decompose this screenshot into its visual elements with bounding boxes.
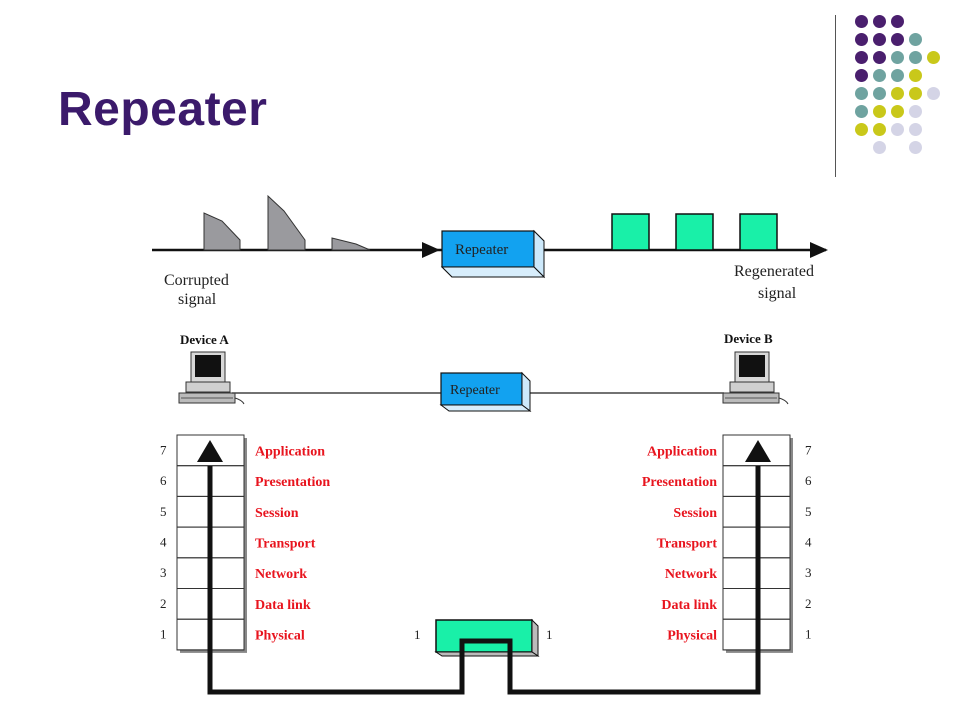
layer-name: Application xyxy=(255,444,325,459)
corrupted-pulse-3 xyxy=(331,237,371,251)
decorative-dot-grid xyxy=(850,12,950,162)
deco-dot xyxy=(891,123,904,136)
layer-number: 4 xyxy=(805,534,812,549)
layer-name: Presentation xyxy=(642,475,717,490)
layer-name: Transport xyxy=(657,536,718,551)
deco-dot xyxy=(855,51,868,64)
layer-number: 6 xyxy=(805,473,812,488)
data-path-arrowhead-left xyxy=(197,440,223,462)
layer-number: 7 xyxy=(160,442,167,457)
corrupted-label-line2: signal xyxy=(178,291,217,308)
deco-dot xyxy=(873,33,886,46)
layer-number: 7 xyxy=(805,442,812,457)
deco-dot xyxy=(855,123,868,136)
layer-name: Transport xyxy=(255,536,316,551)
middle-repeater-box xyxy=(439,371,532,412)
deco-dot xyxy=(927,51,940,64)
layer-number: 2 xyxy=(805,596,812,611)
layer-name: Session xyxy=(673,506,717,521)
deco-dot xyxy=(891,15,904,28)
corrupted-pulse-2 xyxy=(267,194,306,251)
layer-name: Session xyxy=(255,506,299,521)
corrupted-pulse-1 xyxy=(203,212,241,251)
layer-number: 3 xyxy=(805,565,812,580)
layer-name: Physical xyxy=(667,629,717,644)
physical-repeater-right-num: 1 xyxy=(546,627,553,642)
deco-dot xyxy=(873,141,886,154)
device-b-label: Device B xyxy=(724,331,773,346)
layer-number: 1 xyxy=(805,627,812,642)
layer-name: Network xyxy=(665,567,717,582)
deco-dot xyxy=(891,105,904,118)
deco-dot xyxy=(909,87,922,100)
deco-dot xyxy=(873,51,886,64)
signal-arrowhead-middle xyxy=(422,242,440,258)
layer-name: Data link xyxy=(255,598,311,613)
data-path-line xyxy=(207,466,761,695)
deco-dot xyxy=(909,51,922,64)
layer-number: 1 xyxy=(160,627,167,642)
regenerated-pulse-1 xyxy=(611,213,650,251)
device-a-label: Device A xyxy=(180,332,229,347)
layer-name: Application xyxy=(647,444,717,459)
layer-name: Physical xyxy=(255,629,305,644)
top-repeater-box xyxy=(440,229,546,279)
deco-dot xyxy=(909,123,922,136)
deco-dot xyxy=(855,69,868,82)
deco-dot xyxy=(873,123,886,136)
left-osi-stack: 7 Application 6 Presentation 5 Session 4 Transp… xyxy=(160,434,330,653)
regenerated-label-line2: signal xyxy=(758,285,797,302)
regenerated-pulse-3 xyxy=(739,213,778,251)
layer-number: 5 xyxy=(805,504,812,519)
deco-dot xyxy=(891,87,904,100)
deco-dot xyxy=(891,51,904,64)
layer-name: Presentation xyxy=(255,475,330,490)
title-divider xyxy=(835,15,836,177)
deco-dot xyxy=(855,33,868,46)
data-path-arrowhead-right xyxy=(745,440,771,462)
signal-arrowhead-right xyxy=(810,242,828,258)
layer-number: 5 xyxy=(160,504,167,519)
corrupted-label-line1: Corrupted xyxy=(164,272,229,289)
deco-dot xyxy=(909,33,922,46)
computer-icon xyxy=(178,351,245,405)
deco-dot xyxy=(909,69,922,82)
physical-repeater-box xyxy=(434,618,540,657)
deco-dot xyxy=(891,33,904,46)
deco-dot xyxy=(909,141,922,154)
regenerated-label-line1: Regenerated xyxy=(734,263,814,280)
deco-dot xyxy=(891,69,904,82)
deco-dot xyxy=(873,15,886,28)
deco-dot xyxy=(909,105,922,118)
layer-name: Network xyxy=(255,567,307,582)
right-osi-stack: 7 Application 6 Presentation 5 Session 4 Transp… xyxy=(642,434,812,653)
layer-number: 6 xyxy=(160,473,167,488)
layer-name: Data link xyxy=(661,598,717,613)
deco-dot xyxy=(873,105,886,118)
deco-dot xyxy=(873,87,886,100)
layer-number: 4 xyxy=(160,534,167,549)
middle-repeater-label: Repeater xyxy=(450,383,500,398)
computer-icon xyxy=(722,351,789,405)
deco-dot xyxy=(855,15,868,28)
regenerated-pulse-2 xyxy=(675,213,714,251)
deco-dot xyxy=(855,87,868,100)
top-repeater-label: Repeater xyxy=(455,242,508,258)
slide-title: Repeater xyxy=(58,83,268,136)
physical-repeater-left-num: 1 xyxy=(414,627,421,642)
deco-dot xyxy=(855,105,868,118)
layer-number: 3 xyxy=(160,565,167,580)
deco-dot xyxy=(927,87,940,100)
deco-dot xyxy=(873,69,886,82)
layer-number: 2 xyxy=(160,596,167,611)
